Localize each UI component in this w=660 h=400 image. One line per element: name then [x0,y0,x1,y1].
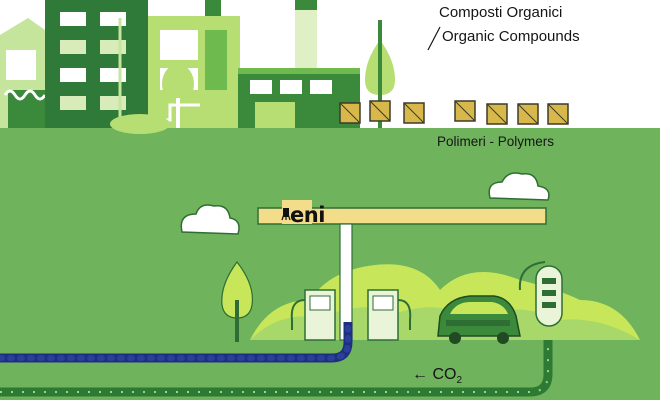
arrow-left-icon: ← [412,366,428,383]
organic-compounds-label-en: Organic Compounds [442,28,580,45]
car-icon [437,295,521,344]
eni-logo-icon [281,208,291,221]
bush [110,114,170,134]
co2-flow-label: ← CO2 [412,366,462,386]
tree-icon [221,261,254,342]
co2-subscript: 2 [456,375,463,387]
organic-compounds-label-it: Composti Organici [439,4,563,21]
tank-icon [518,261,563,327]
tree-icon [365,20,395,128]
cloud-icon [488,172,550,201]
tree-icon [162,64,194,128]
eni-brand-label: eni [290,203,325,227]
co2-text: CO [432,366,457,383]
fuel-pump-icon [367,289,412,341]
crate-icon [339,100,569,125]
pipe-icon [0,319,553,397]
polymers-label: Polimeri - Polymers [437,134,555,149]
fuel-pump-icon [290,289,336,341]
fuel-station-canopy [257,200,547,341]
label-divider [427,26,441,51]
cloud-icon [180,204,240,235]
